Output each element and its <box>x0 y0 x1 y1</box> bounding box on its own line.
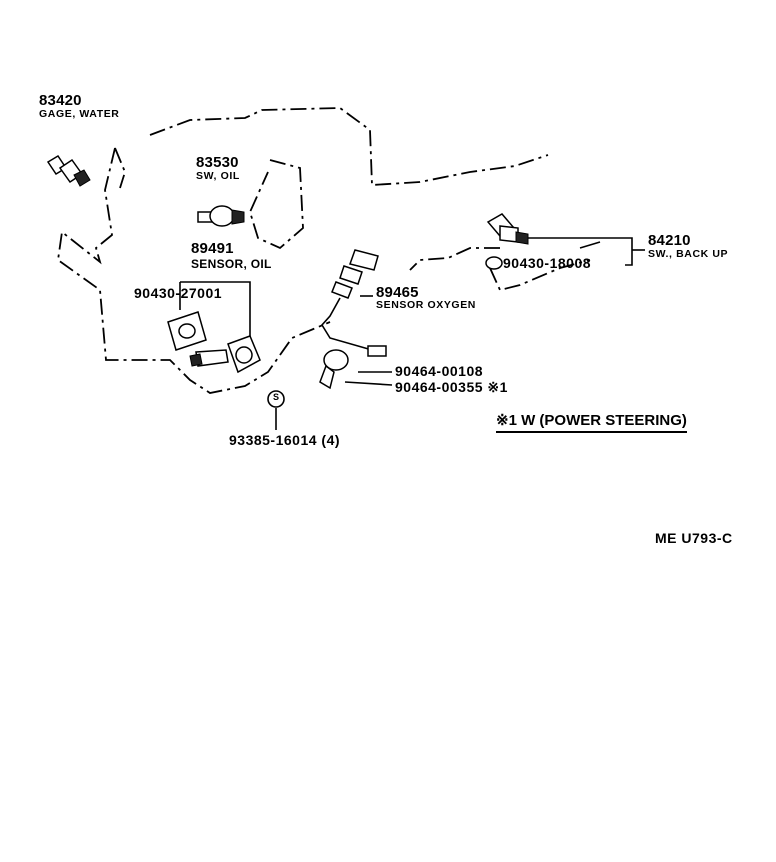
water-gage-part <box>46 154 91 187</box>
leader-lines <box>179 237 645 430</box>
part-name-83420: GAGE, WATER <box>39 108 120 120</box>
standard-part-symbol <box>267 390 285 408</box>
part-name-83530: SW, OIL <box>196 170 240 182</box>
part-number-84210: 84210 <box>648 232 691 249</box>
footnote-power-steering: ※1 W (POWER STEERING) <box>496 413 687 433</box>
engine-outline <box>57 107 591 394</box>
part-name-89465: SENSOR OXYGEN <box>376 299 476 311</box>
oil-switch-part <box>197 205 245 227</box>
part-name-89491: SENSOR, OIL <box>191 257 272 271</box>
part-number-83530: 83530 <box>196 154 239 171</box>
part-number-83420: 83420 <box>39 92 82 109</box>
oxygen-sensor-part <box>319 249 387 390</box>
oil-sensor-part <box>167 311 261 374</box>
part-number-93385-16014: 93385-16014 (4) <box>229 432 341 448</box>
part-number-89465: 89465 <box>376 284 419 301</box>
part-name-84210: SW., BACK UP <box>648 248 729 260</box>
part-number-90464-00355: 90464-00355 ※1 <box>395 379 508 395</box>
diagram-code: ME U793-C <box>655 530 733 546</box>
part-number-90464-00108: 90464-00108 <box>395 363 484 379</box>
part-number-90430-18008: 90430-18008 <box>503 255 592 271</box>
part-number-89491: 89491 <box>191 240 234 257</box>
standard-part-letter: S <box>272 392 279 402</box>
part-number-90430-27001: 90430-27001 <box>134 285 223 301</box>
backup-switch-part <box>485 213 529 270</box>
